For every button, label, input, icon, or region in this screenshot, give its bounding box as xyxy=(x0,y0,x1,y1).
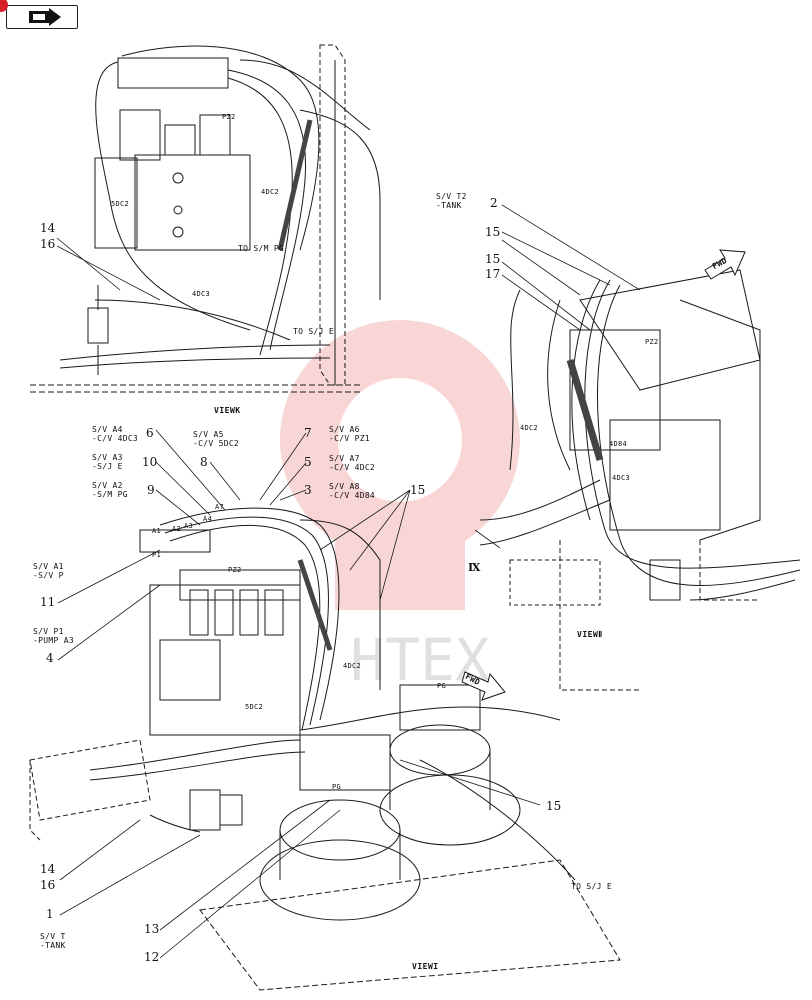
callout-15-center: 15 xyxy=(410,483,426,497)
label-pg-b: PG xyxy=(437,682,447,690)
callout-10: 10 xyxy=(142,455,158,469)
callout-15-right-a: 15 xyxy=(485,225,501,239)
label-a3: A3 xyxy=(184,522,194,530)
callout-5: 5 xyxy=(304,455,312,469)
label-pg-a: PG xyxy=(332,783,342,791)
callout-13: 13 xyxy=(144,922,160,936)
fwd-arrow-bottom-icon xyxy=(461,671,506,701)
label-a1: A1 xyxy=(152,527,162,535)
back-arrow-icon xyxy=(29,8,61,26)
label-4dc2-a: 4DC2 xyxy=(261,188,280,196)
status-dot-icon xyxy=(0,0,8,12)
label-sv-p1: S/V P1 -PUMP A3 xyxy=(33,627,74,645)
view-k-drawing xyxy=(30,44,381,393)
label-a4: A4 xyxy=(203,515,213,523)
view-i-title: VIEWI xyxy=(412,962,439,971)
callout-3: 3 xyxy=(304,483,312,497)
label-to-sj-e-bottom: TO S/J E xyxy=(571,882,612,891)
callout-14-top: 14 xyxy=(40,221,56,235)
view-i-drawing xyxy=(29,507,621,991)
view-ix-marker: Ⅸ xyxy=(468,561,481,574)
label-pz2-c: PZ2 xyxy=(228,566,242,574)
callout-1: 1 xyxy=(46,907,54,921)
callout-12: 12 xyxy=(144,950,160,964)
callout-4: 4 xyxy=(46,651,54,665)
callout-16-top: 16 xyxy=(40,237,56,251)
view-ii-title: VIEWⅡ xyxy=(577,630,603,639)
label-sv-a4: S/V A4 -C/V 4DC3 xyxy=(92,425,139,443)
label-pz2-b: PZ2 xyxy=(645,338,659,346)
label-sv-a6: S/V A6 -C/V PZ1 xyxy=(329,425,370,443)
label-sv-a7: S/V A7 -C/V 4DC2 xyxy=(329,454,376,472)
callout-8: 8 xyxy=(200,455,208,469)
callout-7: 7 xyxy=(304,426,312,440)
view-k-title: VIEWK xyxy=(214,406,241,415)
label-sv-t2: S/V T2 -TANK xyxy=(436,192,467,210)
label-p1: P1 xyxy=(152,551,162,559)
view-ii-drawing xyxy=(479,269,801,691)
label-4dc2-c: 4DC2 xyxy=(343,662,362,670)
label-5dc2-b: 5DC2 xyxy=(245,703,264,711)
label-to-sj-e-top: TO S/J E xyxy=(293,327,334,336)
label-sv-a5: S/V A5 -C/V 5DC2 xyxy=(193,430,240,448)
label-4dc3-b: 4DC3 xyxy=(612,474,631,482)
label-sv-a1: S/V A1 -S/V P xyxy=(33,562,64,580)
label-a2: A2 xyxy=(172,525,182,533)
callout-11: 11 xyxy=(40,595,56,609)
fwd-arrow-top-icon xyxy=(704,249,746,280)
label-sv-a2: S/V A2 -S/M PG xyxy=(92,481,128,499)
label-5dc2-a: 5DC2 xyxy=(111,200,130,208)
callout-6: 6 xyxy=(146,426,154,440)
leader-lines xyxy=(56,204,641,959)
label-sv-a3: S/V A3 -S/J E xyxy=(92,453,123,471)
label-a7: A7 xyxy=(215,503,225,511)
callout-14-bottom: 14 xyxy=(40,862,56,876)
label-to-sm-pg: TO S/M PG xyxy=(238,244,285,253)
label-4dc2-b: 4DC2 xyxy=(520,424,539,432)
label-sv-a8: S/V A8 -C/V 4D84 xyxy=(329,482,376,500)
label-4d84: 4D84 xyxy=(609,440,628,448)
callout-16-bottom: 16 xyxy=(40,878,56,892)
callout-15-right-b: 15 xyxy=(485,252,501,266)
back-nav-button[interactable] xyxy=(6,5,78,29)
callout-2: 2 xyxy=(490,196,498,210)
label-pz2-a: PZ2 xyxy=(222,113,236,121)
watermark-logo xyxy=(280,320,520,610)
callout-17: 17 xyxy=(485,267,501,281)
label-4dc3-a: 4DC3 xyxy=(192,290,211,298)
label-sv-t: S/V T -TANK xyxy=(40,932,66,950)
callout-9: 9 xyxy=(147,483,155,497)
callout-15-bottom: 15 xyxy=(546,799,562,813)
